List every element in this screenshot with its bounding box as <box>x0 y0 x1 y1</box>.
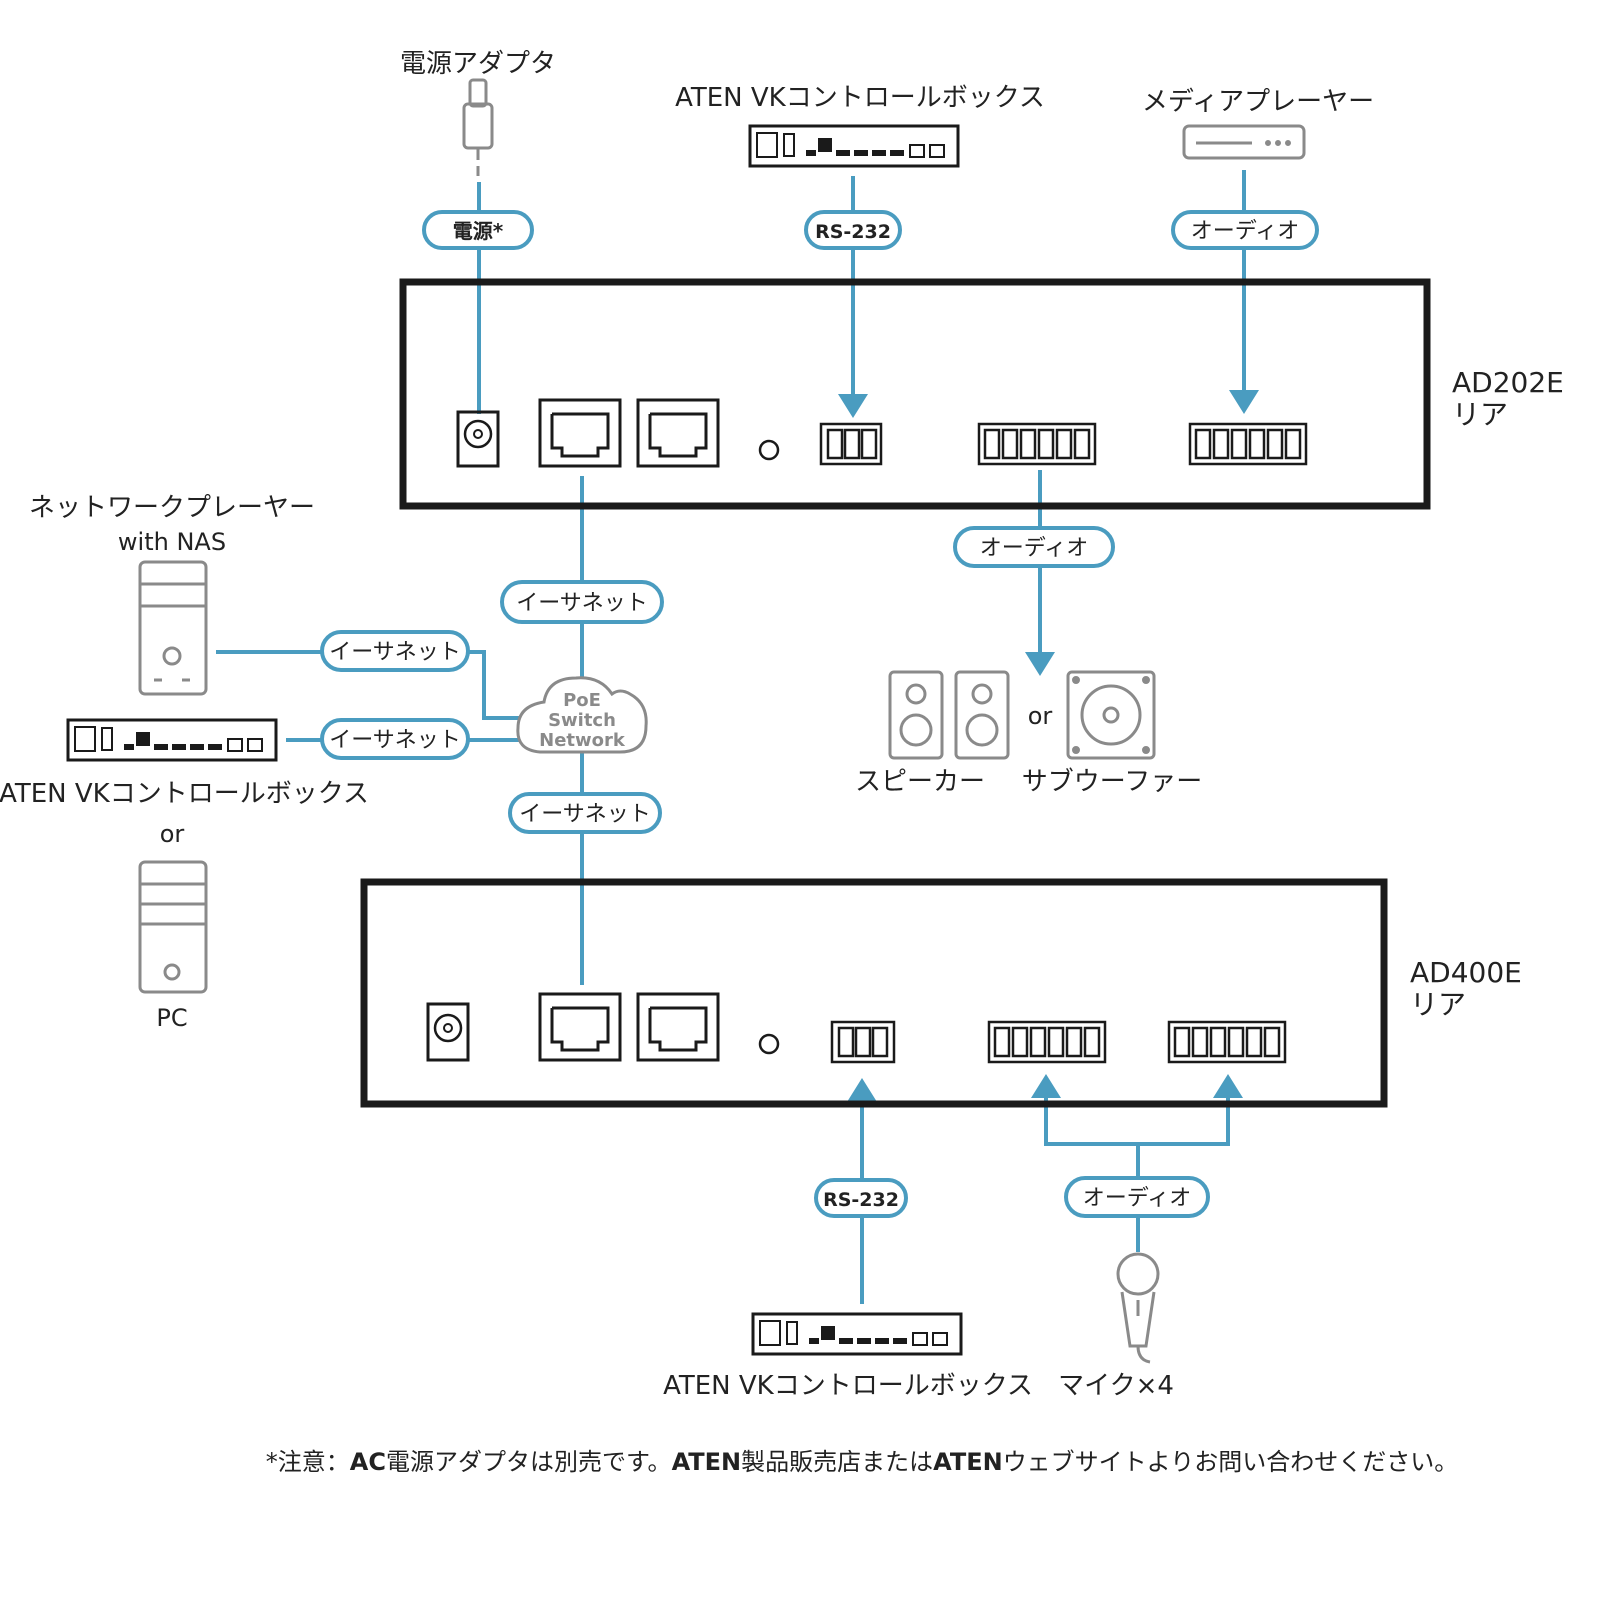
ad400e-rs232-terminal <box>830 1020 896 1064</box>
svg-text:電源*: 電源* <box>453 219 504 243</box>
cable-labels: 電源* RS-232 オーディオ オーディオ イーサネット イーサネット イーサ… <box>320 210 1319 1218</box>
footnote-part-5: 製品販売店または <box>741 1448 933 1476</box>
ad400e-led <box>758 1033 780 1055</box>
ad202e-side-label: リア <box>1452 398 1508 431</box>
pill-audio-out: オーディオ <box>953 526 1115 568</box>
ad202e-dc-jack <box>456 410 500 468</box>
power-adapter-icon <box>462 78 494 176</box>
footnote: *注意：AC電源アダプタは別売です。ATEN製品販売店またはATENウェブサイト… <box>266 1448 1458 1476</box>
ad202e-rear-panel <box>399 278 1431 510</box>
arrowheads <box>838 390 1259 1102</box>
footnote-part-4: ATEN <box>672 1448 742 1476</box>
pc-tower-icon <box>138 860 208 994</box>
nas-tower-icon <box>138 560 208 696</box>
svg-text:RS-232: RS-232 <box>823 1189 899 1211</box>
speaker-icon <box>888 670 1010 760</box>
svg-text:RS-232: RS-232 <box>815 221 891 243</box>
pill-rs232-bottom: RS-232 <box>814 1178 908 1218</box>
vk-control-box-left-icon <box>66 718 278 762</box>
subwoofer-label: サブウーファー <box>1022 767 1202 797</box>
ad400e-model-label: AD400E <box>1410 956 1522 989</box>
pill-ethernet-nas: イーサネット <box>320 630 470 672</box>
or-speakers-label: or <box>1028 702 1053 730</box>
ad400e-side-label: リア <box>1410 988 1466 1021</box>
media-player-label: メディアプレーヤー <box>1142 87 1374 117</box>
footnote-part-1: *注意： <box>266 1448 350 1476</box>
pill-power: 電源* <box>422 210 534 250</box>
ad400e-lan-port-1 <box>538 992 622 1062</box>
audio-bottom-split <box>1044 1094 1230 1146</box>
footnote-part-6: ATEN <box>933 1448 1003 1476</box>
vk-control-box-left-label: ATEN VKコントロールボックス <box>0 779 369 809</box>
pc-label: PC <box>156 1004 187 1032</box>
pill-ethernet-top: イーサネット <box>500 580 664 624</box>
microphone-label: マイク×4 <box>1058 1371 1174 1401</box>
ad400e-rear-panel <box>360 878 1388 1108</box>
pill-audio-bottom: オーディオ <box>1064 1176 1210 1218</box>
network-player-label: ネットワークプレーヤー <box>29 493 315 523</box>
arrow-audio-bottom-left <box>1031 1074 1061 1098</box>
svg-text:イーサネット: イーサネット <box>329 728 461 753</box>
svg-text:イーサネット: イーサネット <box>519 802 651 827</box>
footnote-part-3: 電源アダプタは別売です。 <box>386 1448 672 1476</box>
speaker-label: スピーカー <box>855 767 985 797</box>
vk-control-box-bottom-icon <box>751 1312 963 1356</box>
footnote-part-7: ウェブサイトよりお問い合わせください。 <box>1003 1448 1459 1476</box>
poe-switch-cloud-icon <box>516 676 648 754</box>
vk-control-box-bottom-label: ATEN VKコントロールボックス <box>663 1371 1033 1401</box>
svg-text:イーサネット: イーサネット <box>329 640 461 665</box>
svg-text:イーサネット: イーサネット <box>516 591 648 616</box>
footnote-part-2: AC <box>350 1448 386 1476</box>
svg-text:オーディオ: オーディオ <box>980 536 1088 561</box>
poe-label-line1: PoE <box>563 690 601 711</box>
ad202e-audio-out-terminal <box>977 422 1097 466</box>
with-nas-label: with NAS <box>118 528 226 556</box>
vk-control-box-top-icon <box>748 124 960 168</box>
ad202e-led <box>758 439 780 461</box>
pill-ethernet-vk: イーサネット <box>320 718 470 760</box>
ad202e-model-label: AD202E <box>1452 366 1564 399</box>
media-player-icon <box>1182 124 1306 160</box>
arrow-audio-out <box>1025 652 1055 676</box>
microphone-icon <box>1116 1252 1160 1364</box>
pill-ethernet-bottom: イーサネット <box>508 792 662 834</box>
ad400e-audio-in-terminal-1 <box>987 1020 1107 1064</box>
arrow-audio-bottom-right <box>1213 1074 1243 1098</box>
ad400e-audio-in-terminal-2 <box>1167 1020 1287 1064</box>
or-left-label: or <box>160 820 185 848</box>
vk-control-box-top-label: ATEN VKコントロールボックス <box>675 83 1045 113</box>
poe-label-line2: Switch <box>548 710 616 731</box>
arrow-rs232-bottom <box>847 1078 877 1102</box>
ad400e-lan-port-2 <box>636 992 720 1062</box>
pill-rs232-top: RS-232 <box>804 210 902 250</box>
ad400e-dc-jack <box>426 1002 470 1062</box>
arrow-rs232-top <box>838 394 868 418</box>
pill-audio-top: オーディオ <box>1171 210 1319 250</box>
arrow-audio-top <box>1229 390 1259 414</box>
svg-text:オーディオ: オーディオ <box>1191 219 1299 244</box>
subwoofer-icon <box>1066 670 1156 760</box>
svg-text:オーディオ: オーディオ <box>1083 1186 1191 1211</box>
ad202e-audio-in-terminal <box>1188 422 1308 466</box>
ad202e-lan-port-1 <box>538 398 622 468</box>
poe-label-line3: Network <box>539 730 626 751</box>
ad202e-lan-port-2 <box>636 398 720 468</box>
power-adapter-label: 電源アダプタ <box>400 49 556 79</box>
ad202e-rs232-terminal <box>819 422 883 466</box>
